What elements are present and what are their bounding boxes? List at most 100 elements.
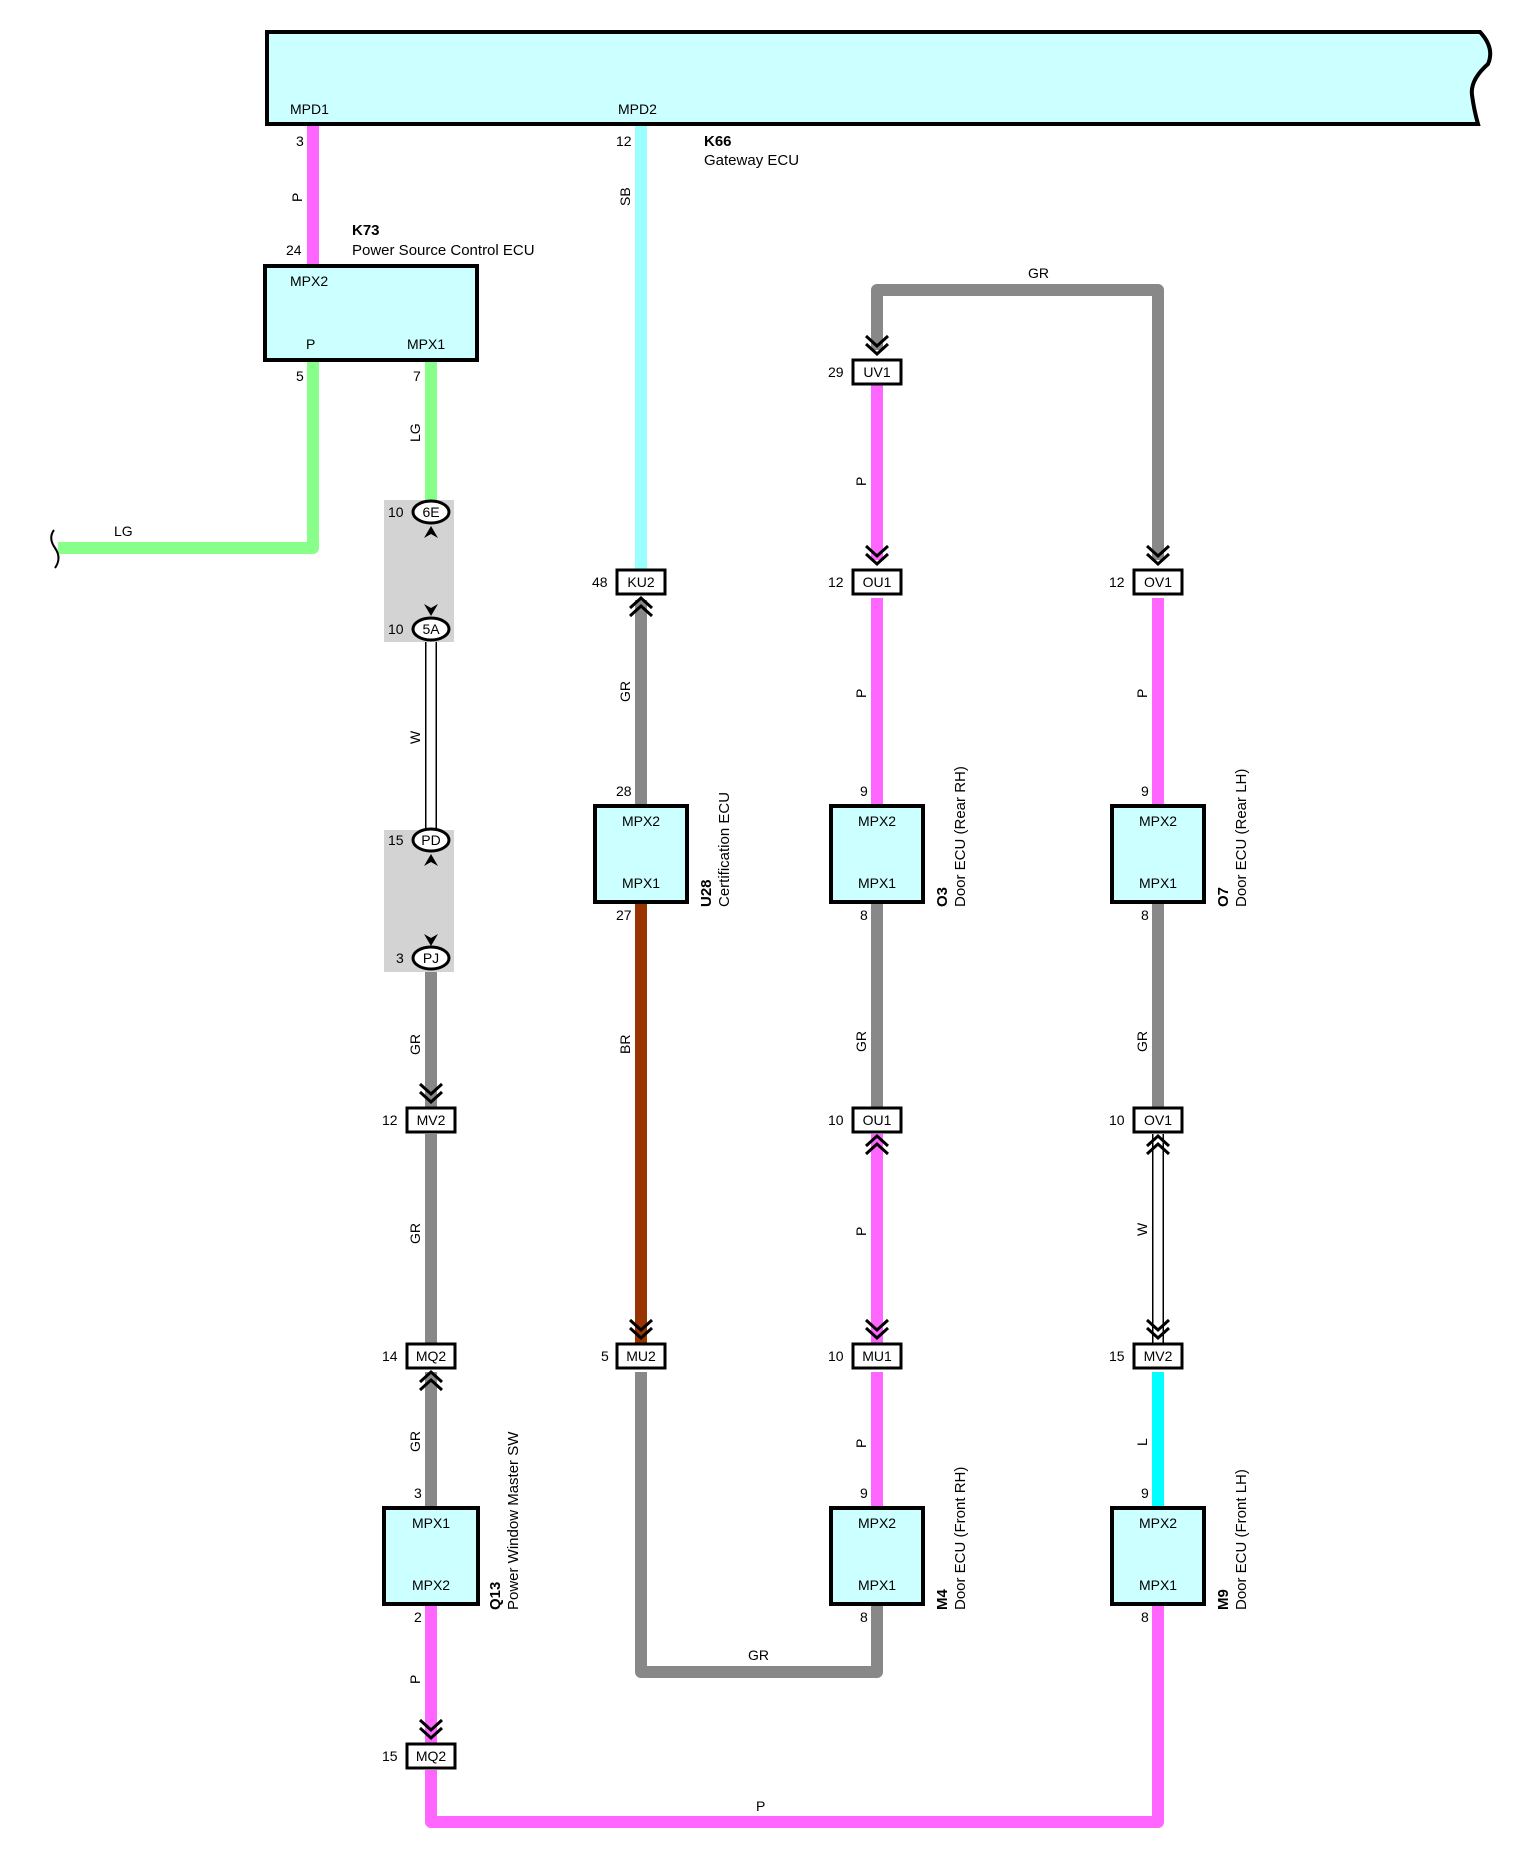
o7-terminal-mpx1: MPX1 — [1139, 875, 1177, 891]
m9-id: M9 — [1215, 1589, 1232, 1610]
k73-terminal-mpx1: MPX1 — [407, 336, 445, 352]
connector-mu1-chevron — [864, 1318, 890, 1341]
junction-pj-code: PJ — [423, 950, 439, 966]
junction-6e — [411, 499, 451, 525]
connector-ku2-code: KU2 — [627, 574, 654, 590]
u28-pin-28: 28 — [616, 783, 632, 799]
connector-mq2-b-box — [405, 1742, 457, 1770]
k66-pin-mpd2: 12 — [616, 133, 632, 149]
k66-pin-mpd1: 3 — [296, 133, 304, 149]
connector-ov1-top-code: OV1 — [1144, 574, 1172, 590]
wire-label-o3-ou1: GR — [853, 1031, 869, 1052]
wire-label-mu2-m4: GR — [748, 1647, 769, 1663]
q13-id: Q13 — [487, 1582, 504, 1610]
connector-mq2-b-code: MQ2 — [416, 1748, 447, 1764]
connector-mu1-box — [851, 1342, 903, 1370]
connector-ou1-top-box — [851, 568, 903, 596]
u28-terminal-mpx2: MPX2 — [622, 813, 660, 829]
junction-pj-pin: 3 — [396, 950, 404, 966]
m4-name: Door ECU (Front RH) — [952, 1467, 969, 1610]
k73-pin-24: 24 — [286, 242, 302, 258]
q13-name: Power Window Master SW — [505, 1431, 522, 1610]
junction-pd — [411, 827, 451, 853]
connector-mq2-a: MQ2 14 — [382, 1342, 457, 1392]
connector-ov1-top: OV1 12 — [1109, 544, 1184, 596]
ecu-k66-body — [265, 30, 1493, 126]
connector-mu2-box — [615, 1342, 667, 1370]
connector-uv1-box — [851, 358, 903, 386]
connector-ou1-top-chevron — [864, 544, 890, 567]
connector-ov1-bottom-pin: 10 — [1109, 1112, 1125, 1128]
ecu-q13: MPX1 MPX2 3 2 Q13 Power Window Master SW — [382, 1431, 522, 1625]
connector-uv1-pin: 29 — [828, 364, 844, 380]
m4-terminal-mpx2: MPX2 — [858, 1515, 896, 1531]
connector-ku2-pin: 48 — [592, 574, 608, 590]
connector-ov1-bottom-chevron — [1145, 1133, 1171, 1156]
junction-pd-pin: 15 — [388, 832, 404, 848]
junction-block-lower: PD 15 PJ 3 — [384, 827, 454, 972]
q13-pin-3: 3 — [414, 1485, 422, 1501]
k73-terminal-mpx2: MPX2 — [290, 273, 328, 289]
junction-6e-code: 6E — [422, 504, 439, 520]
k73-pin-5: 5 — [296, 368, 304, 384]
k66-name: Gateway ECU — [704, 152, 799, 169]
wire-label-o7-ov1: GR — [1134, 1031, 1150, 1052]
wire-label-5a-pd: W — [407, 730, 423, 744]
ecu-o3: MPX2 MPX1 9 8 O3 Door ECU (Rear RH) — [829, 766, 969, 923]
wire-label-q13-mq2: P — [407, 1675, 423, 1684]
k73-pin-7: 7 — [413, 368, 421, 384]
o3-id: O3 — [934, 887, 951, 907]
wire-label-top-loop: GR — [1028, 265, 1049, 281]
connector-mu2-code: MU2 — [626, 1348, 656, 1364]
wire-label-bottom: P — [756, 1798, 765, 1814]
connector-ov1-top-chevron — [1145, 544, 1171, 567]
wire-label-lg-left: LG — [114, 523, 133, 539]
connector-mq2-b-pin: 15 — [382, 1748, 398, 1764]
connector-mq2-a-box — [405, 1342, 457, 1370]
o7-terminal-mpx2: MPX2 — [1139, 813, 1177, 829]
wire-mu2-m4 — [635, 1372, 883, 1678]
connector-mv2-b-pin: 15 — [1109, 1348, 1125, 1364]
o3-terminal-mpx2: MPX2 — [858, 813, 896, 829]
ecu-k73-body — [263, 264, 479, 362]
m4-pin-8: 8 — [860, 1609, 868, 1625]
m9-terminal-mpx1: MPX1 — [1139, 1577, 1177, 1593]
connector-ov1-bottom: OV1 10 — [1109, 1106, 1184, 1156]
connector-mv2-b-code: MV2 — [1144, 1348, 1173, 1364]
k73-terminal-p: P — [306, 336, 315, 352]
connector-ou1-bottom-chevron — [864, 1133, 890, 1156]
connector-ou1-bottom-pin: 10 — [828, 1112, 844, 1128]
u28-terminal-mpx1: MPX1 — [622, 875, 660, 891]
k73-name: Power Source Control ECU — [352, 242, 535, 259]
m4-pin-9: 9 — [860, 1485, 868, 1501]
connector-ov1-bottom-code: OV1 — [1144, 1112, 1172, 1128]
k66-terminal-mpd2: MPD2 — [618, 101, 657, 117]
wire-label-ku2-u28: GR — [617, 681, 633, 702]
junction-block-upper-bg — [384, 500, 454, 642]
k73-id: K73 — [352, 222, 380, 239]
m9-name: Door ECU (Front LH) — [1233, 1469, 1250, 1610]
wire-label-ov1-o7: P — [1134, 689, 1150, 698]
wire-label-mq2-q13: GR — [407, 1431, 423, 1452]
ecu-m9: MPX2 MPX1 9 8 M9 Door ECU (Front LH) — [1110, 1469, 1250, 1625]
wire-label-ou1-mu1: P — [853, 1227, 869, 1236]
connector-ou1-top-pin: 12 — [828, 574, 844, 590]
connector-ou1-top-code: OU1 — [863, 574, 892, 590]
connector-uv1-chevron — [864, 334, 890, 357]
ecu-m4: MPX2 MPX1 9 8 M4 Door ECU (Front RH) — [829, 1467, 969, 1625]
wire-label-k66-ku2: SB — [617, 187, 633, 206]
connector-ku2-box — [615, 568, 667, 596]
connector-mu2-chevron — [628, 1318, 654, 1341]
o7-id: O7 — [1215, 887, 1232, 907]
junction-pd-code: PD — [421, 832, 440, 848]
junction-pj — [411, 945, 451, 971]
junction-6e-pin: 10 — [388, 504, 404, 520]
o3-terminal-mpx1: MPX1 — [858, 875, 896, 891]
o7-pin-8: 8 — [1141, 907, 1149, 923]
m9-pin-8: 8 — [1141, 1609, 1149, 1625]
ecu-o7: MPX2 MPX1 9 8 O7 Door ECU (Rear LH) — [1110, 769, 1250, 923]
wire-bottom-p — [425, 1604, 1164, 1828]
junction-5a-pin: 10 — [388, 621, 404, 637]
ecu-o7-body — [1110, 804, 1206, 904]
